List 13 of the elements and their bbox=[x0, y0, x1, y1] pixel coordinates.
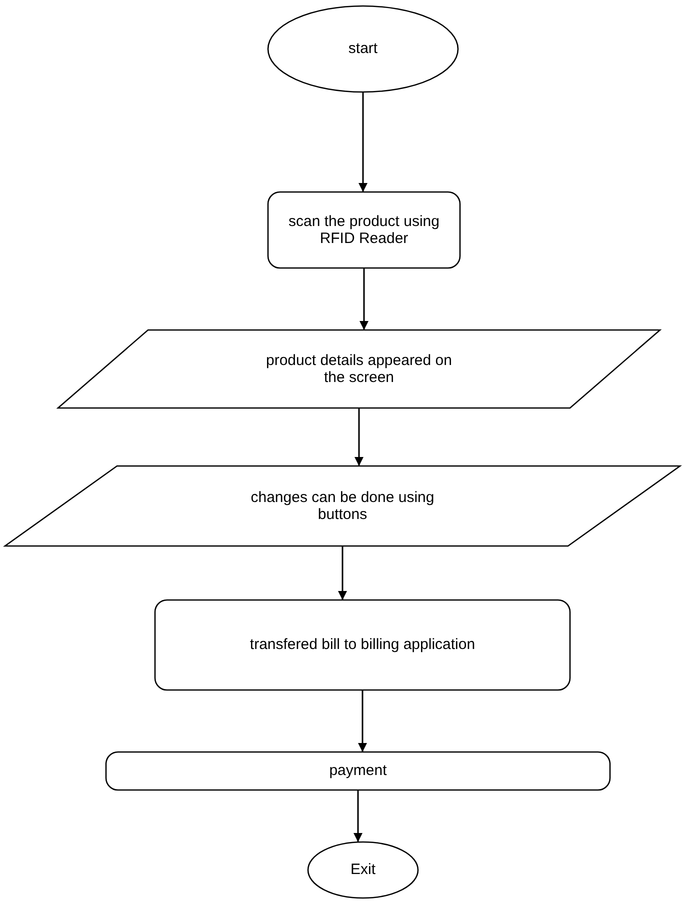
arrow bbox=[338, 546, 347, 600]
node-label: product details appeared on the screen bbox=[265, 352, 453, 386]
node-label: payment bbox=[329, 762, 387, 780]
node-label: Exit bbox=[350, 861, 376, 879]
node-label: changes can be done using buttons bbox=[250, 488, 436, 524]
arrow bbox=[358, 690, 367, 752]
node-label: scan the product using RFID Reader bbox=[288, 212, 440, 248]
arrow bbox=[354, 408, 364, 466]
node-label: start bbox=[348, 40, 378, 58]
arrow bbox=[354, 790, 362, 842]
arrow bbox=[358, 92, 368, 192]
node-label: transfered bill to billing application bbox=[250, 636, 476, 654]
arrow bbox=[360, 268, 368, 330]
